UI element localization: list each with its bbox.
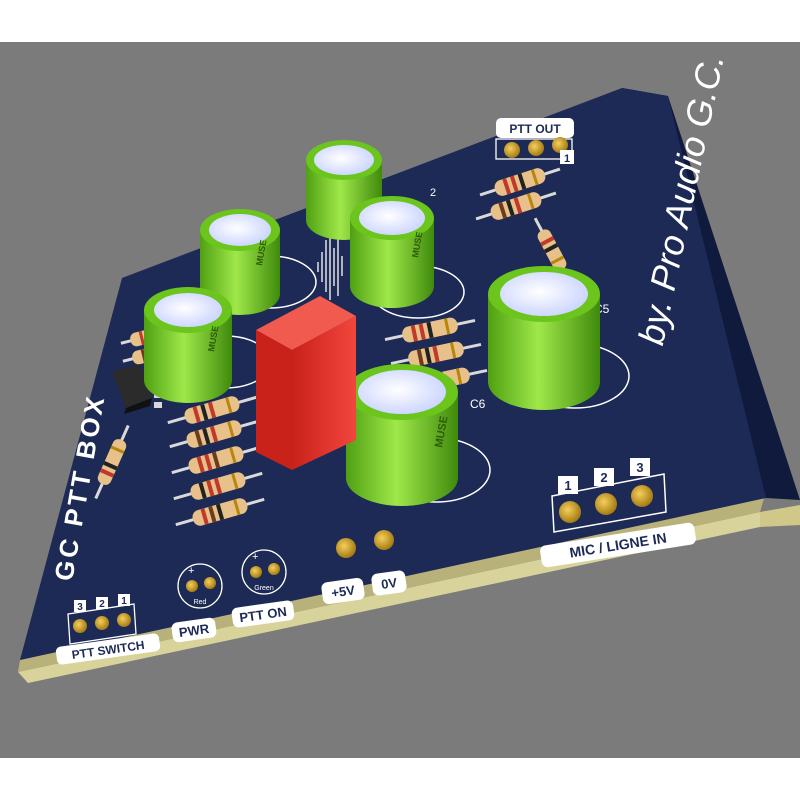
- ptt-on-led[interactable]: + Green PTT ON: [231, 549, 295, 628]
- ptt-out-pad: [504, 142, 520, 158]
- supply-plus-label: +5V: [330, 582, 356, 600]
- ptt-switch-pin-2: 2: [99, 599, 105, 610]
- supply-pads[interactable]: +5V 0V: [321, 530, 408, 605]
- cap-brand: MUSE: [206, 325, 220, 352]
- capacitor: [488, 266, 600, 410]
- ptt-on-plus: +: [252, 551, 258, 563]
- mic-pad: [631, 485, 653, 507]
- switch-pad: [117, 613, 131, 627]
- capacitor: MUSE: [144, 287, 232, 403]
- cap-brand: MUSE: [254, 239, 268, 266]
- capacitor: MUSE: [350, 196, 434, 308]
- capacitor: MUSE: [200, 209, 280, 315]
- led-pad: [186, 580, 198, 592]
- switch-pad: [73, 619, 87, 633]
- pwr-led[interactable]: + Red PWR: [171, 563, 223, 643]
- bottom-margin: [0, 758, 800, 800]
- resistors-top-right: [475, 167, 571, 283]
- relay: [256, 296, 356, 470]
- c6-ref: C6: [470, 397, 486, 411]
- ptt-out-label: PTT OUT: [509, 122, 561, 136]
- supply-pad: [374, 530, 394, 550]
- ptt-out-connector[interactable]: PTT OUT 1: [495, 118, 574, 165]
- switch-pad: [95, 616, 109, 630]
- ptt-on-led-color: Green: [254, 585, 274, 592]
- ptt-out-label-box: [496, 118, 574, 138]
- pwr-led-color: Red: [194, 599, 207, 606]
- mic-pin-3: 3: [636, 460, 643, 475]
- led-pad: [204, 577, 216, 589]
- mic-pad: [595, 493, 617, 515]
- supply-pad: [336, 538, 356, 558]
- c2-ref: 2: [430, 187, 436, 199]
- waveform-logo: [317, 232, 343, 300]
- ptt-switch-pin-3: 3: [77, 602, 83, 613]
- ptt-switch-pin-1: 1: [121, 596, 127, 607]
- led-pad: [250, 566, 262, 578]
- mic-pad: [559, 501, 581, 523]
- supply-zero-label: 0V: [380, 575, 398, 592]
- pwr-label: PWR: [178, 621, 211, 640]
- ptt-out-pad: [528, 140, 544, 156]
- ptt-on-label: PTT ON: [238, 604, 287, 625]
- cap-brand: MUSE: [433, 415, 450, 448]
- pwr-plus: +: [188, 565, 194, 577]
- ptt-out-pad: [552, 137, 568, 153]
- capacitor: MUSE: [346, 364, 458, 506]
- board-edge-right: [760, 505, 800, 527]
- cap-brand: MUSE: [410, 231, 424, 258]
- pin1-marker: [560, 150, 574, 164]
- mic-pin-1: 1: [564, 478, 571, 493]
- led-pad: [268, 563, 280, 575]
- ptt-out-pin1: 1: [564, 153, 570, 165]
- mic-pin-2: 2: [600, 470, 607, 485]
- top-margin: [0, 0, 800, 42]
